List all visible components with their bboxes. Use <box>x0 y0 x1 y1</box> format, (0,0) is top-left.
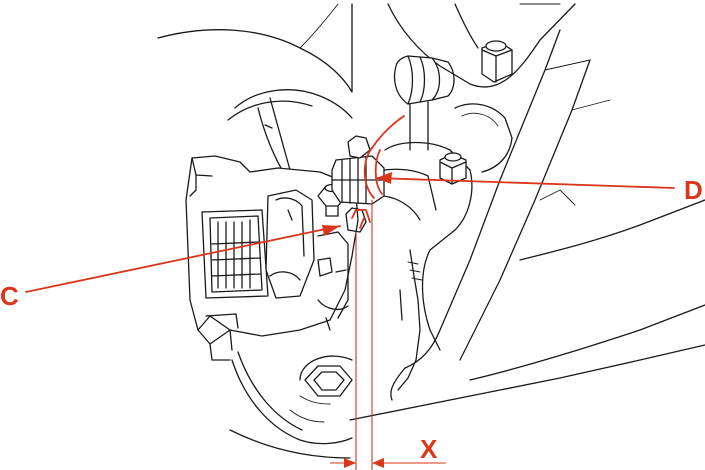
callout-c-leader <box>25 225 341 293</box>
label-d: D <box>684 175 703 205</box>
callout-d-arrowhead <box>376 172 392 184</box>
label-x: X <box>420 434 438 464</box>
brake-caliper <box>185 155 359 361</box>
line-art <box>157 3 705 459</box>
upper-nut <box>481 40 513 83</box>
steering-knuckle <box>384 141 473 351</box>
brake-disc <box>227 89 353 445</box>
brake-line-fitting <box>345 207 367 233</box>
callout-c-mark <box>351 209 371 223</box>
callouts <box>25 115 675 470</box>
upper-strut <box>387 3 576 88</box>
callout-d-arc <box>363 147 375 199</box>
lower-control-arm <box>404 29 561 369</box>
upper-bushing <box>393 55 455 151</box>
knuckle-nut <box>439 152 467 185</box>
callout-d-leader <box>375 177 675 189</box>
wheel-arch-outline <box>157 3 353 93</box>
abs-sensor-wire <box>397 249 421 391</box>
callout-d-upper-arc <box>371 115 405 149</box>
tie-rod-boot <box>331 135 437 221</box>
label-c: C <box>0 281 19 311</box>
hub-hex-bolt <box>299 355 353 397</box>
callout-c-arrowhead <box>322 225 340 236</box>
